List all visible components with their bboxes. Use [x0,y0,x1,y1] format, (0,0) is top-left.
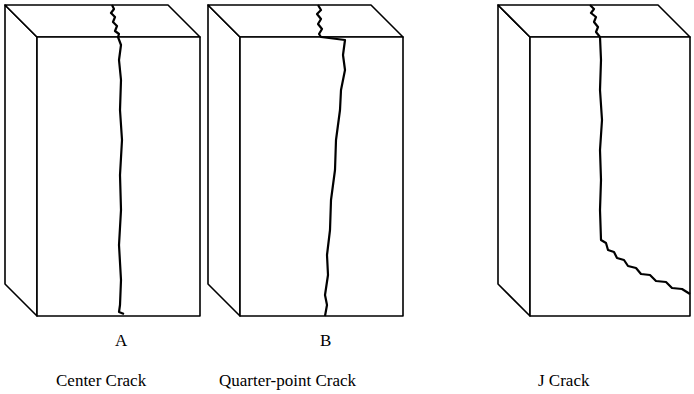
block-front [240,37,403,316]
block-top [5,5,200,37]
block-front [530,37,690,316]
figure-caption: J Crack [538,372,589,389]
point-label: B [320,332,331,349]
j-crack [590,5,690,294]
block-side [208,5,240,316]
point-label: A [115,332,127,349]
center-crack [111,5,124,314]
figure-caption: Center Crack [56,372,146,389]
quarter-point-crack [317,5,345,316]
figure-caption: Quarter-point Crack [219,372,356,389]
block-side [5,5,37,316]
block-side [498,5,530,316]
block-top [208,5,403,37]
block-front [37,37,200,316]
